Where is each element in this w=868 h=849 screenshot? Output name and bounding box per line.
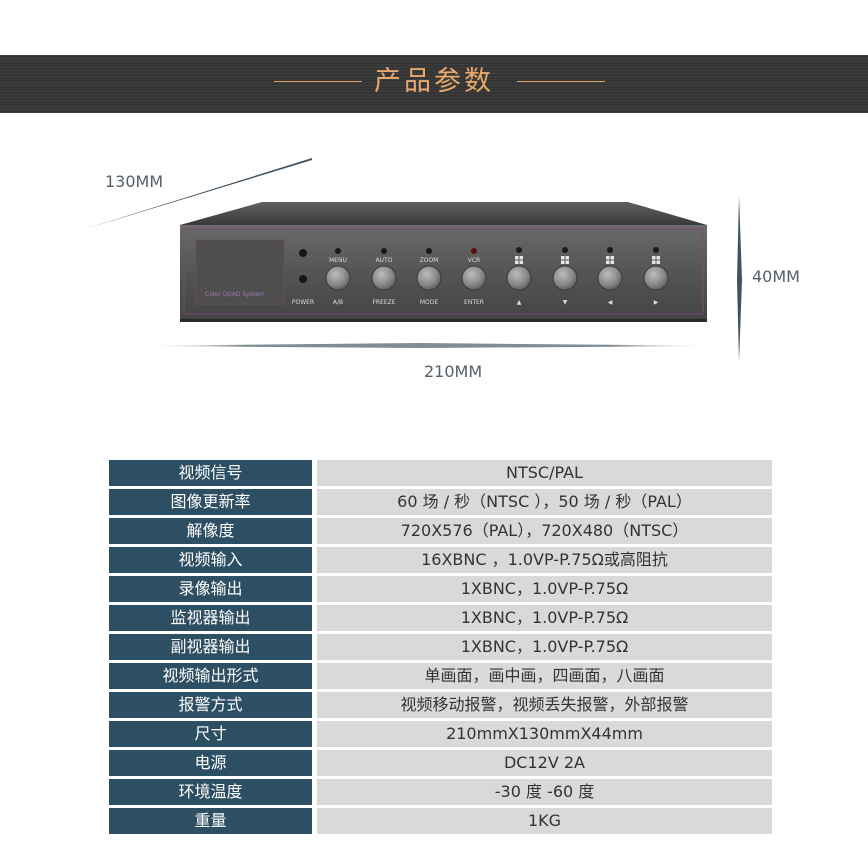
spec-key: 重量 (109, 808, 317, 834)
spec-value: 单画面，画中画，四画面，八画面 (317, 663, 772, 689)
button-top-label: AUTO (376, 257, 393, 264)
dimension-depth-label: 130MM (105, 172, 164, 191)
power-led-top (299, 249, 307, 257)
spec-value: DC12V 2A (317, 750, 772, 776)
spec-value: 210mmX130mmX44mm (317, 721, 772, 747)
device-illustration: Color QUAD System POWER MENU A/B AUTO FREEZ… (82, 158, 742, 362)
device-display-window (195, 239, 285, 305)
spec-value: 720X576（PAL），720X480（NTSC） (317, 518, 772, 544)
spec-key: 视频信号 (109, 460, 317, 486)
button-bottom-label: ▼ (563, 299, 568, 306)
depth-dimension-line (82, 158, 312, 230)
device-top (180, 202, 707, 225)
button-bottom-label: ◀ (608, 299, 613, 306)
device-button[interactable] (552, 265, 578, 291)
spec-key: 尺寸 (109, 721, 317, 747)
banner-divider-right (517, 81, 605, 82)
device-button[interactable] (416, 265, 442, 291)
spec-value: 1XBNC，1.0VP-P.75Ω (317, 634, 772, 660)
quad-view-icon (515, 256, 523, 264)
device-button[interactable] (597, 265, 623, 291)
spec-row: 环境温度-30 度 -60 度 (109, 779, 772, 805)
button-top-label: VCR (468, 257, 480, 264)
spec-key: 环境温度 (109, 779, 317, 805)
spec-value: NTSC/PAL (317, 460, 772, 486)
indicator-led (607, 247, 613, 253)
spec-value: 60 场 / 秒（NTSC ），50 场 / 秒（PAL） (317, 489, 772, 515)
spec-key: 录像输出 (109, 576, 317, 602)
device-panel-border (183, 228, 704, 315)
button-top-label: ZOOM (420, 257, 439, 264)
banner-divider-left (274, 81, 362, 82)
button-bottom-label: A/B (333, 299, 343, 306)
spec-key: 报警方式 (109, 692, 317, 718)
device-brand-label: Color QUAD System (205, 291, 265, 298)
button-top-label: MENU (329, 257, 347, 264)
spec-row: 报警方式视频移动报警，视频丢失报警，外部报警 (109, 692, 772, 718)
button-bottom-label: ▲ (517, 299, 522, 306)
spec-key: 监视器输出 (109, 605, 317, 631)
spec-value: 1XBNC，1.0VP-P.75Ω (317, 605, 772, 631)
button-bottom-label: ▶ (654, 299, 659, 306)
indicator-led (653, 247, 659, 253)
power-led-bottom (299, 275, 307, 283)
spec-key: 电源 (109, 750, 317, 776)
page-title: 产品参数 (374, 66, 494, 97)
spec-row: 视频输出形式单画面，画中画，四画面，八画面 (109, 663, 772, 689)
spec-key: 解像度 (109, 518, 317, 544)
spec-key: 副视器输出 (109, 634, 317, 660)
spec-value: 视频移动报警，视频丢失报警，外部报警 (317, 692, 772, 718)
indicator-led (426, 248, 432, 254)
spec-key: 图像更新率 (109, 489, 317, 515)
height-dimension-line (737, 196, 742, 362)
header-banner: 产品参数 (0, 55, 868, 113)
indicator-led (471, 248, 477, 254)
width-dimension-line (120, 343, 735, 348)
spec-key: 视频输出形式 (109, 663, 317, 689)
spec-value: 16XBNC ，1.0VP-P.75Ω或高阻抗 (317, 547, 772, 573)
button-bottom-label: FREEZE (372, 299, 395, 306)
spec-value: -30 度 -60 度 (317, 779, 772, 805)
device-button[interactable] (643, 265, 669, 291)
button-bottom-label: ENTER (464, 299, 484, 306)
power-label: POWER (292, 299, 314, 306)
device-button[interactable] (371, 265, 397, 291)
spec-value: 1KG (317, 808, 772, 834)
indicator-led (381, 248, 387, 254)
quad-view-icon (561, 256, 569, 264)
button-bottom-label: MODE (420, 299, 439, 306)
spec-value: 1XBNC，1.0VP-P.75Ω (317, 576, 772, 602)
dimension-width-label: 210MM (424, 362, 483, 381)
indicator-led (335, 248, 341, 254)
quad-view-icon (606, 256, 614, 264)
device-button[interactable] (325, 265, 351, 291)
indicator-led (516, 247, 522, 253)
dimension-height-label: 40MM (752, 267, 800, 286)
quad-view-icon (652, 256, 660, 264)
indicator-led (562, 247, 568, 253)
spec-key: 视频输入 (109, 547, 317, 573)
device-button[interactable] (461, 265, 487, 291)
device-button[interactable] (506, 265, 532, 291)
